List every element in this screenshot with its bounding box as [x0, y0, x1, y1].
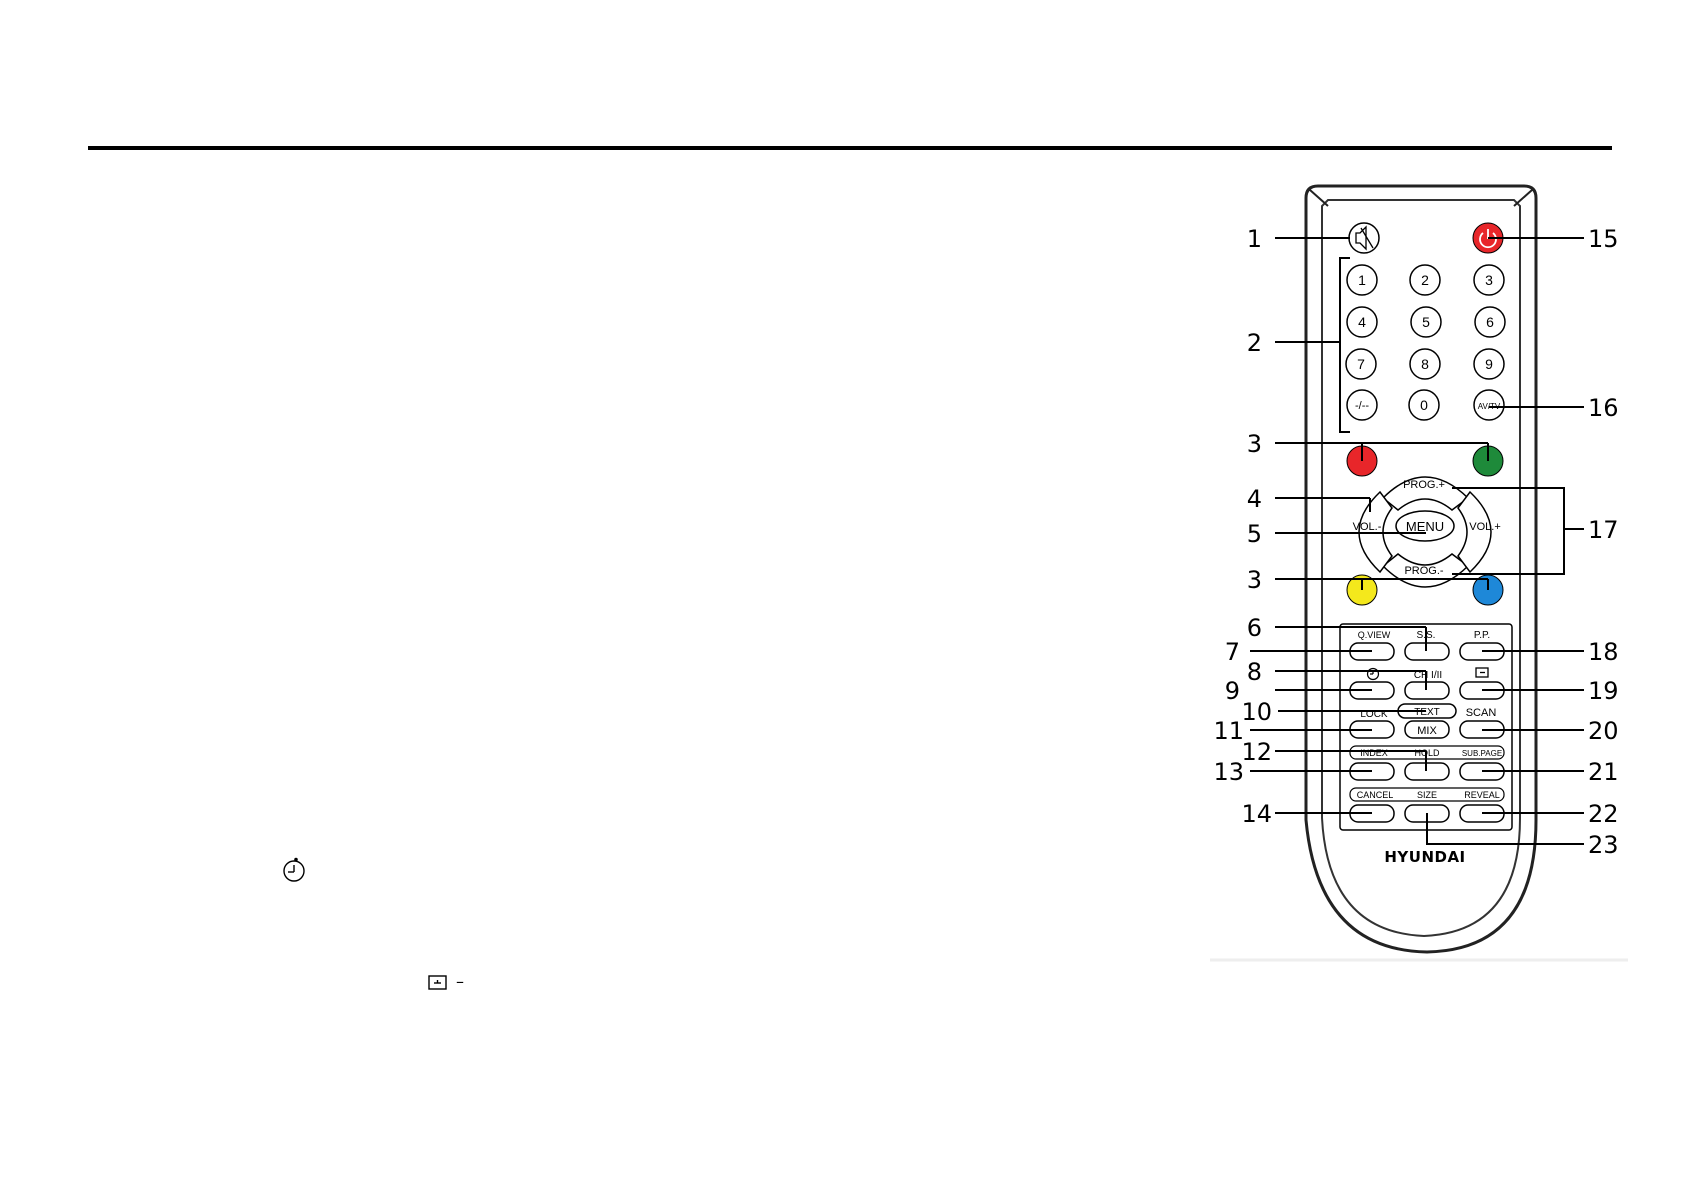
callout-20: 20	[1588, 717, 1619, 745]
qview-label: Q.VIEW	[1358, 630, 1391, 640]
callout-10: 10	[1241, 698, 1272, 726]
prog-plus-button[interactable]: PROG.+	[1381, 476, 1470, 511]
digit-label: 8	[1421, 356, 1429, 372]
digit-button-2[interactable]: 2	[1409, 264, 1441, 296]
mute-icon	[1355, 225, 1374, 251]
callout-7: 7	[1225, 638, 1240, 666]
scan-label: SCAN	[1466, 707, 1497, 719]
subpage-dash: –	[456, 972, 464, 991]
vol-plus-label: VOL.+	[1469, 521, 1501, 533]
callout-lines	[1250, 237, 1584, 845]
callout-22: 22	[1588, 800, 1619, 828]
digit-label: 0	[1420, 397, 1428, 413]
mix-label: MIX	[1417, 725, 1437, 737]
digit-label: -/--	[1355, 400, 1369, 412]
callout-12: 12	[1241, 738, 1272, 766]
chi-label: CH I/II	[1414, 670, 1442, 681]
index-label: INDEX	[1360, 748, 1388, 758]
digit-label: 9	[1485, 356, 1493, 372]
av-tv-button[interactable]: AV/TV	[1473, 389, 1505, 421]
cancel-label: CANCEL	[1357, 790, 1394, 800]
top-rule	[88, 146, 1612, 150]
digit-label: 1	[1358, 272, 1366, 288]
callout-3a: 3	[1247, 430, 1262, 458]
digit-button-4[interactable]: 4	[1346, 306, 1378, 338]
vol-minus-label: VOL.-	[1353, 521, 1382, 533]
prog-minus-label: PROG.-	[1404, 565, 1443, 577]
mix-button[interactable]: MIX	[1404, 720, 1450, 739]
subpage-symbol: –	[428, 972, 472, 995]
callout-5: 5	[1247, 520, 1262, 548]
callout-8: 8	[1247, 658, 1262, 686]
size-label: SIZE	[1417, 790, 1437, 800]
vol-plus-button[interactable]: VOL.+	[1457, 490, 1501, 574]
teletext-label-strip-2	[1349, 787, 1505, 802]
digit-label: 4	[1358, 314, 1366, 330]
lock-label: LOCK	[1360, 709, 1388, 720]
callout-3b: 3	[1247, 566, 1262, 594]
reveal-label: REVEAL	[1464, 790, 1500, 800]
menu-label: MENU	[1406, 519, 1444, 534]
dpad: PROG.+ PROG.- VOL.- VOL.+ MENU	[1353, 476, 1501, 588]
digit-label: 6	[1486, 314, 1494, 330]
text-label: TEXT	[1414, 707, 1440, 718]
menu-button[interactable]: MENU	[1395, 510, 1455, 542]
remote-inner-outline	[1321, 199, 1521, 938]
digit-grid: 1 2 3 4 5 6 7 8 9 -/-- 0 AV/TV	[1345, 264, 1506, 421]
callout-2: 2	[1247, 329, 1262, 357]
mute-button[interactable]	[1348, 222, 1380, 254]
callout-4: 4	[1247, 485, 1262, 513]
callout-1: 1	[1247, 225, 1262, 253]
subpage-label: SUB.PAGE	[1462, 749, 1502, 758]
callout-21: 21	[1588, 758, 1619, 786]
callout-numbers-left: 1 2 3 4 5 3 6 7 8 9 10 11 12 13 14	[1213, 225, 1272, 828]
digit-button-5[interactable]: 5	[1410, 306, 1442, 338]
digit-button-dash[interactable]: -/--	[1346, 389, 1378, 421]
digit-label: 3	[1485, 272, 1493, 288]
callout-13: 13	[1213, 758, 1244, 786]
digit-button-3[interactable]: 3	[1473, 264, 1505, 296]
sleep-icon	[283, 857, 305, 882]
digit-label: 7	[1357, 356, 1365, 372]
prog-plus-label: PROG.+	[1403, 479, 1445, 491]
pp-label: P.P.	[1474, 630, 1490, 641]
callout-17: 17	[1588, 516, 1619, 544]
digit-button-1[interactable]: 1	[1346, 264, 1378, 296]
callout-6: 6	[1247, 614, 1262, 642]
callout-23: 23	[1588, 831, 1619, 859]
callout-numbers-right: 15 16 17 18 19 20 21 22 23	[1588, 225, 1619, 859]
digit-button-9[interactable]: 9	[1473, 348, 1505, 380]
hold-label: HOLD	[1414, 748, 1440, 758]
digit-button-7[interactable]: 7	[1345, 348, 1377, 380]
digit-label: 2	[1421, 272, 1429, 288]
callout-11: 11	[1213, 717, 1244, 745]
pip-label-icon	[1475, 667, 1489, 678]
callout-18: 18	[1588, 638, 1619, 666]
digit-label: 5	[1422, 314, 1430, 330]
callout-19: 19	[1588, 677, 1619, 705]
callout-9: 9	[1225, 677, 1240, 705]
digit-button-0[interactable]: 0	[1408, 389, 1440, 421]
callout-14: 14	[1241, 800, 1272, 828]
digit-button-8[interactable]: 8	[1409, 348, 1441, 380]
brand-logo: HYUNDAI	[1384, 848, 1465, 866]
callout-16: 16	[1588, 394, 1619, 422]
callout-15: 15	[1588, 225, 1619, 253]
pip-icon	[428, 975, 447, 990]
digit-button-6[interactable]: 6	[1474, 306, 1506, 338]
